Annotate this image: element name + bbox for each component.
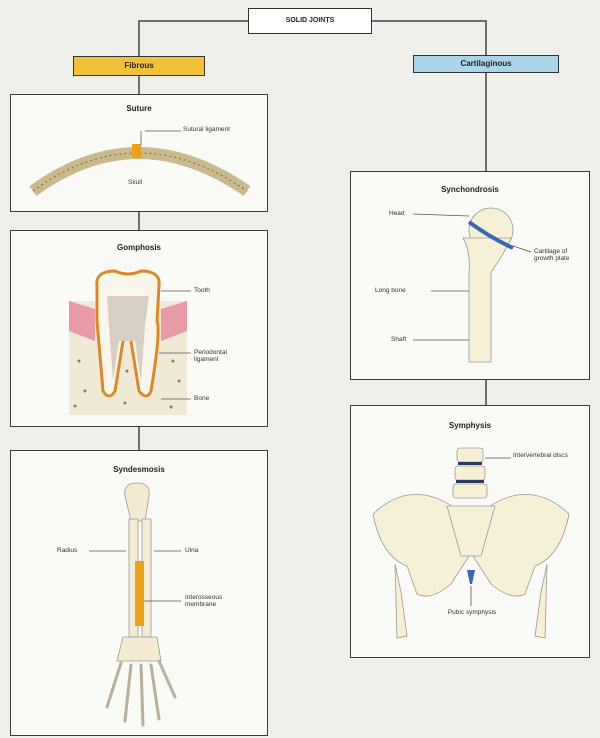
synchondrosis-panel: Synchondrosis Head Cartilage of growth p… bbox=[350, 171, 590, 380]
bone-label: Bone bbox=[194, 395, 209, 402]
ulna-label: Ulna bbox=[185, 547, 198, 554]
symphysis-panel: Symphysis Intervertebral discs Pubic sym… bbox=[350, 405, 590, 658]
skull-suture-illustration bbox=[11, 95, 269, 213]
growth-plate-label: Cartilage of growth plate bbox=[534, 248, 586, 263]
syndesmosis-panel: Syndesmosis Radius Ulna Interosseous mem… bbox=[10, 450, 268, 736]
tooth-illustration bbox=[11, 231, 269, 428]
skull-label: Skull bbox=[128, 179, 142, 186]
shaft-label: Shaft bbox=[391, 336, 406, 343]
fibrous-tag: Fibrous bbox=[73, 56, 205, 76]
interosseous-membrane-label: Interosseous membrane bbox=[185, 594, 247, 609]
suture-panel: Suture Sutural ligament Skull bbox=[10, 94, 268, 212]
solid-joints-title: SOLID JOINTS bbox=[248, 8, 372, 34]
tooth-label: Tooth bbox=[194, 287, 210, 294]
pelvis-illustration bbox=[351, 406, 591, 659]
radius-label: Radius bbox=[57, 547, 77, 554]
pubic-symphysis-label: Pubic symphysis bbox=[447, 609, 497, 616]
long-bone-illustration bbox=[351, 172, 591, 381]
sutural-ligament-label: Sutural ligament bbox=[183, 126, 230, 133]
head-label: Head bbox=[389, 210, 405, 217]
cartilaginous-tag: Cartilaginous bbox=[413, 55, 559, 73]
gomphosis-panel: Gomphosis Tooth Periodontal ligament Bon… bbox=[10, 230, 268, 427]
intervertebral-discs-label: Intervertebral discs bbox=[513, 452, 573, 459]
periodontal-ligament-label: Periodontal ligament bbox=[194, 349, 249, 364]
long-bone-label: Long bone bbox=[375, 287, 406, 294]
